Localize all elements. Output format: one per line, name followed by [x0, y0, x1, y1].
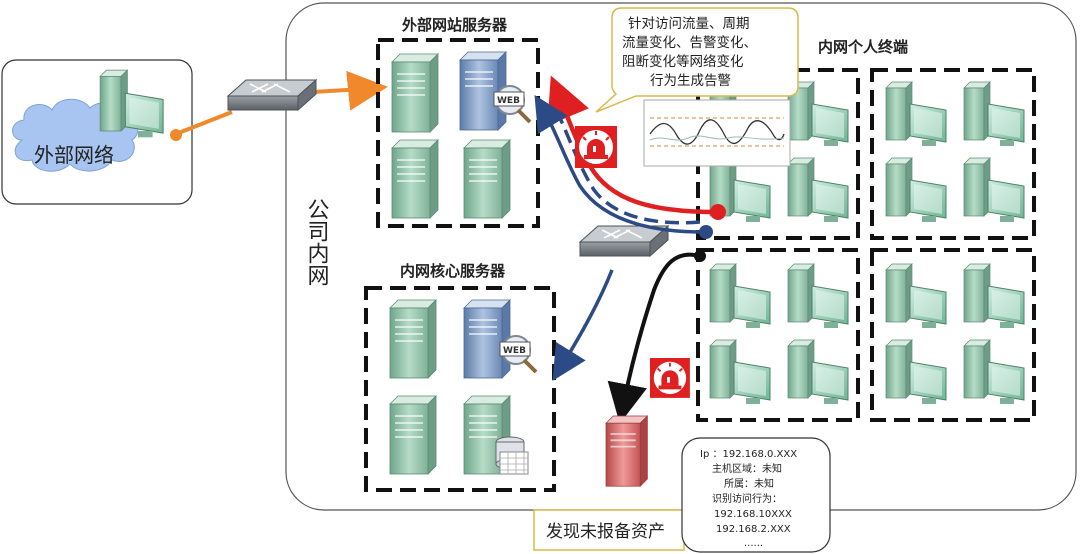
- rogue-asset-flow-line: [607, 252, 701, 424]
- alarm-badge-icon: [649, 357, 691, 399]
- internal-core-servers-title: 内网核心服务器: [400, 262, 506, 280]
- core-server-flow-line: [552, 269, 614, 381]
- core-switch-icon: [579, 225, 669, 257]
- asset-info-line: 192.168.2.XXX: [716, 524, 791, 535]
- found-asset-label: 发现未报备资产: [546, 522, 665, 542]
- alert-source-dot: [710, 204, 726, 220]
- terminal-group-box-4: [870, 248, 1036, 422]
- web-badge-icon: WEB: [499, 335, 538, 374]
- found-asset-label-box: [533, 509, 685, 551]
- asset-info-line: 主机区域：未知: [712, 462, 782, 475]
- server-icon: [389, 299, 437, 379]
- unregistered-server-icon: [605, 415, 649, 488]
- access-flow-dashed-line: [558, 117, 701, 225]
- asset-info-line: ......: [744, 538, 763, 549]
- alert-callout-line: 阻断变化等网络变化: [622, 53, 744, 70]
- rogue-source-dot: [694, 250, 706, 262]
- internal-core-servers-box: [364, 286, 556, 492]
- asset-info-line: 所属：未知: [724, 477, 774, 490]
- asset-info-line: 192.168.10XXX: [714, 509, 792, 520]
- company-intranet-label: 公司内网: [304, 198, 329, 286]
- web-badge-icon: WEB: [493, 85, 532, 124]
- edge-switch-icon: [227, 79, 317, 111]
- web-badge-label: WEB: [503, 346, 526, 356]
- asset-info-box: [681, 437, 831, 553]
- intranet-terminals-title: 内网个人终端: [818, 38, 908, 56]
- asset-info-line: 识别访问行为：: [712, 492, 782, 505]
- terminal-group-box-2: [870, 68, 1036, 240]
- external-flow-arrow: [313, 70, 388, 111]
- alert-callout-line: 针对访问流量、周期: [628, 16, 750, 32]
- alert-callout-line: 流量变化、告警变化、: [622, 35, 757, 51]
- alert-callout-line: 行为生成告警: [650, 73, 731, 89]
- external-web-servers-title: 外部网站服务器: [401, 16, 508, 34]
- web-server-icon: [463, 299, 511, 379]
- alert-callout-bubble: [595, 7, 799, 113]
- web-badge-label: WEB: [497, 96, 520, 106]
- external-flow-line: [175, 110, 233, 136]
- server-icon: [391, 53, 439, 133]
- traffic-chart-thumbnail: [643, 99, 791, 167]
- asset-info-line: Ip ：192.168.0.XXX: [700, 449, 797, 460]
- alarm-badge-icon: [574, 125, 618, 169]
- server-icon: [391, 139, 439, 219]
- server-icon: [463, 139, 511, 219]
- access-flow-line: [534, 95, 705, 234]
- external-connector-dot: [170, 129, 182, 141]
- external-network-label: 外部网络: [34, 143, 114, 167]
- access-source-dot: [699, 225, 713, 239]
- database-server-icon: [463, 395, 529, 475]
- server-icon: [389, 395, 437, 475]
- terminal-group-box-3: [696, 248, 860, 422]
